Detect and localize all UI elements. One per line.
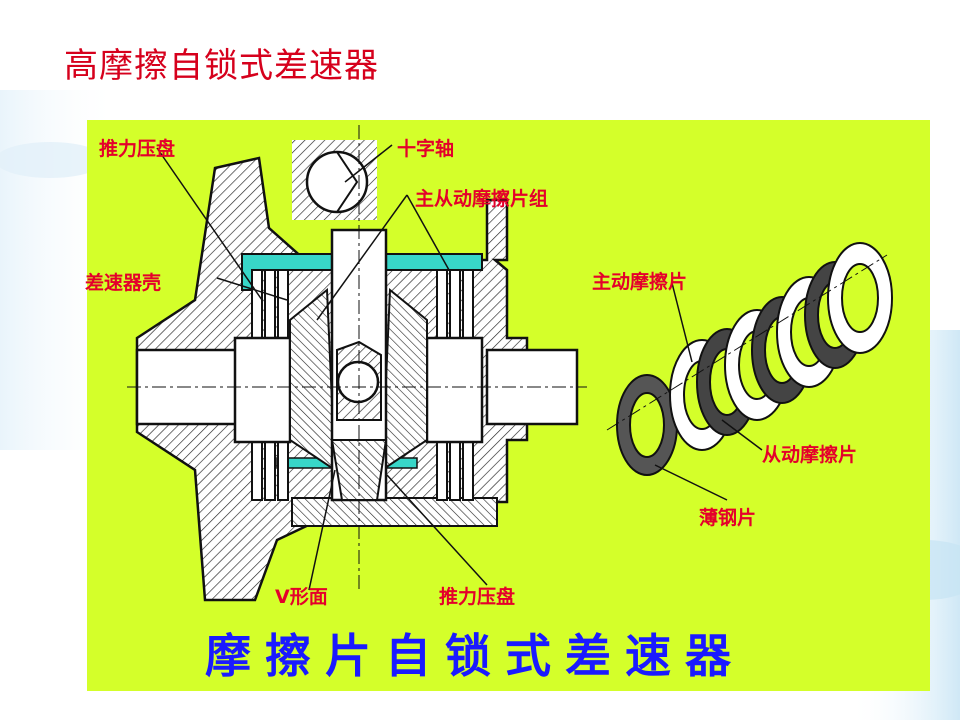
exploded-disc-stack (616, 242, 893, 476)
label-friction-group: 主从动摩擦片组 (415, 188, 549, 210)
slide-title: 高摩擦自锁式差速器 (64, 46, 379, 86)
diagram-panel: 推力压盘 十字轴 主从动摩擦片组 差速器壳 主动摩擦片 从动摩擦片 薄钢片 V形… (85, 120, 930, 691)
leader-lines (156, 144, 763, 591)
cross-shaft-pin (336, 360, 380, 404)
side-gear-right (425, 336, 484, 444)
label-housing: 差速器壳 (85, 272, 162, 294)
label-cross-shaft: 十字轴 (397, 138, 455, 160)
label-thrust-plate-top: 推力压盘 (99, 138, 176, 160)
diagram-caption: 摩擦片自锁式差速器 (205, 629, 745, 683)
differential-drawing (127, 125, 893, 602)
label-drive-disc: 主动摩擦片 (592, 271, 688, 293)
side-gear-left (233, 336, 292, 444)
planet-gear-right (380, 287, 428, 472)
label-driven-disc: 从动摩擦片 (762, 444, 858, 466)
planet-gear-left (289, 287, 337, 472)
label-thrust-plate-bottom: 推力压盘 (439, 586, 516, 608)
label-v-face: V形面 (275, 586, 328, 608)
label-thin-steel: 薄钢片 (699, 507, 757, 529)
bolt-ring (291, 497, 498, 527)
